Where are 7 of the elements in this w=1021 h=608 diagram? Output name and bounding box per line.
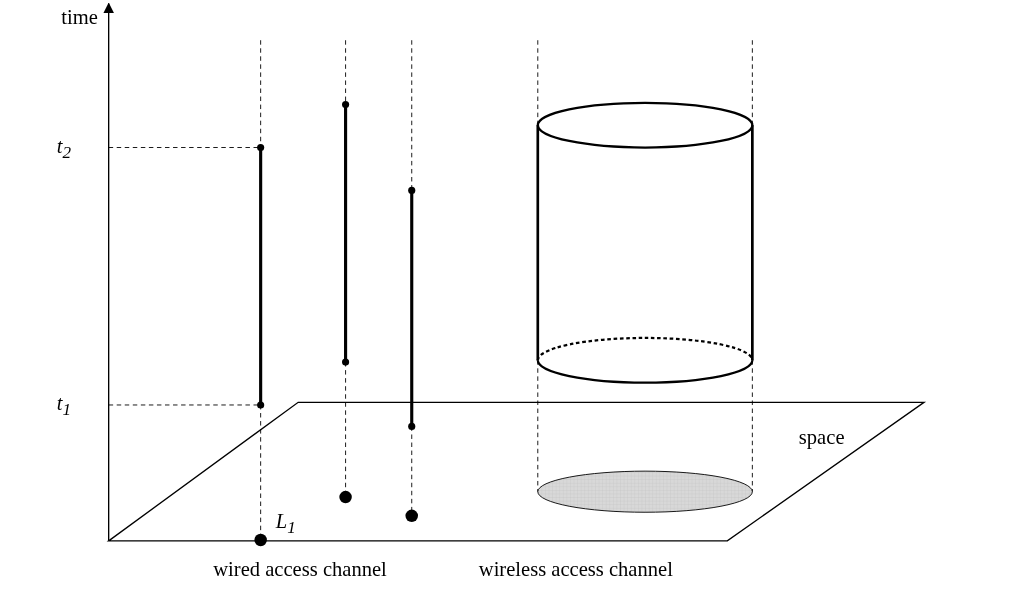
caption-text: wireless access channel	[478, 558, 673, 580]
tick-label: t$_{2}$	[56, 135, 72, 161]
caption-text: wired access channel	[213, 558, 387, 580]
axis-label: space	[798, 427, 845, 448]
point-label: L$_{1}$	[275, 511, 296, 537]
tick-label: t$_{1}$	[56, 393, 72, 419]
axis-label: time	[61, 7, 98, 28]
